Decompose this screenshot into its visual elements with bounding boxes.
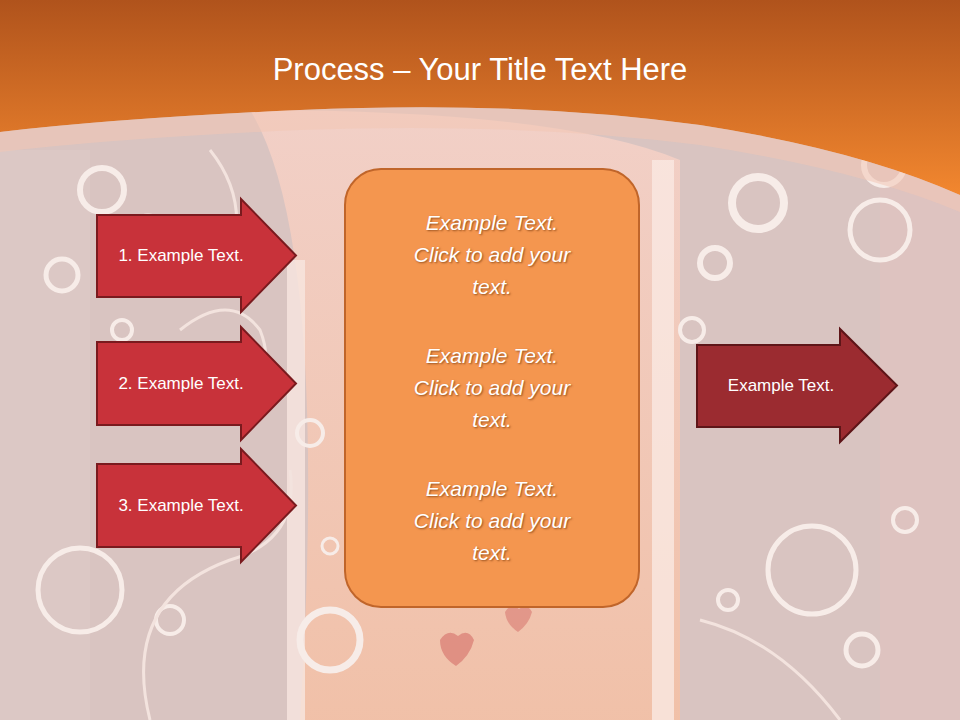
heart-decor (440, 633, 474, 666)
step-label: 2. Example Text. (118, 374, 243, 394)
content-box: Example Text. Click to add your text. Exa… (344, 168, 640, 608)
slide-title: Process – Your Title Text Here (0, 52, 960, 88)
circle-decor (38, 145, 917, 670)
step-label: 1. Example Text. (118, 246, 243, 266)
arrow-label-area: 2. Example Text. (96, 342, 266, 425)
band (0, 150, 90, 720)
arrow-label-area: Example Text. (696, 345, 866, 427)
stripe (652, 160, 674, 720)
box-outline (345, 169, 639, 607)
arrow-label-area: 1. Example Text. (96, 215, 266, 297)
arrow-step: 3. Example Text. (96, 448, 297, 563)
arrow-label-area: 3. Example Text. (96, 464, 266, 547)
arrow-step: Example Text. (696, 328, 898, 443)
arrow-outline (697, 329, 897, 442)
box-content: Example Text. Click to add your text. Exa… (344, 168, 640, 608)
body-text: Example Text. Click to add your text. (407, 340, 577, 436)
arrow-step: 1. Example Text. (96, 198, 297, 313)
light-column (250, 110, 680, 720)
step-label: Example Text. (728, 376, 834, 396)
heart-decor (505, 606, 532, 632)
step-label: 3. Example Text. (118, 496, 243, 516)
band (880, 150, 960, 720)
arrow-outline (97, 327, 296, 440)
arrow-outline (97, 449, 296, 562)
body-text: Example Text. Click to add your text. (407, 207, 577, 303)
arrow-step: 2. Example Text. (96, 326, 297, 441)
arrow-outline (97, 199, 296, 312)
body-text: Example Text. Click to add your text. (407, 473, 577, 569)
